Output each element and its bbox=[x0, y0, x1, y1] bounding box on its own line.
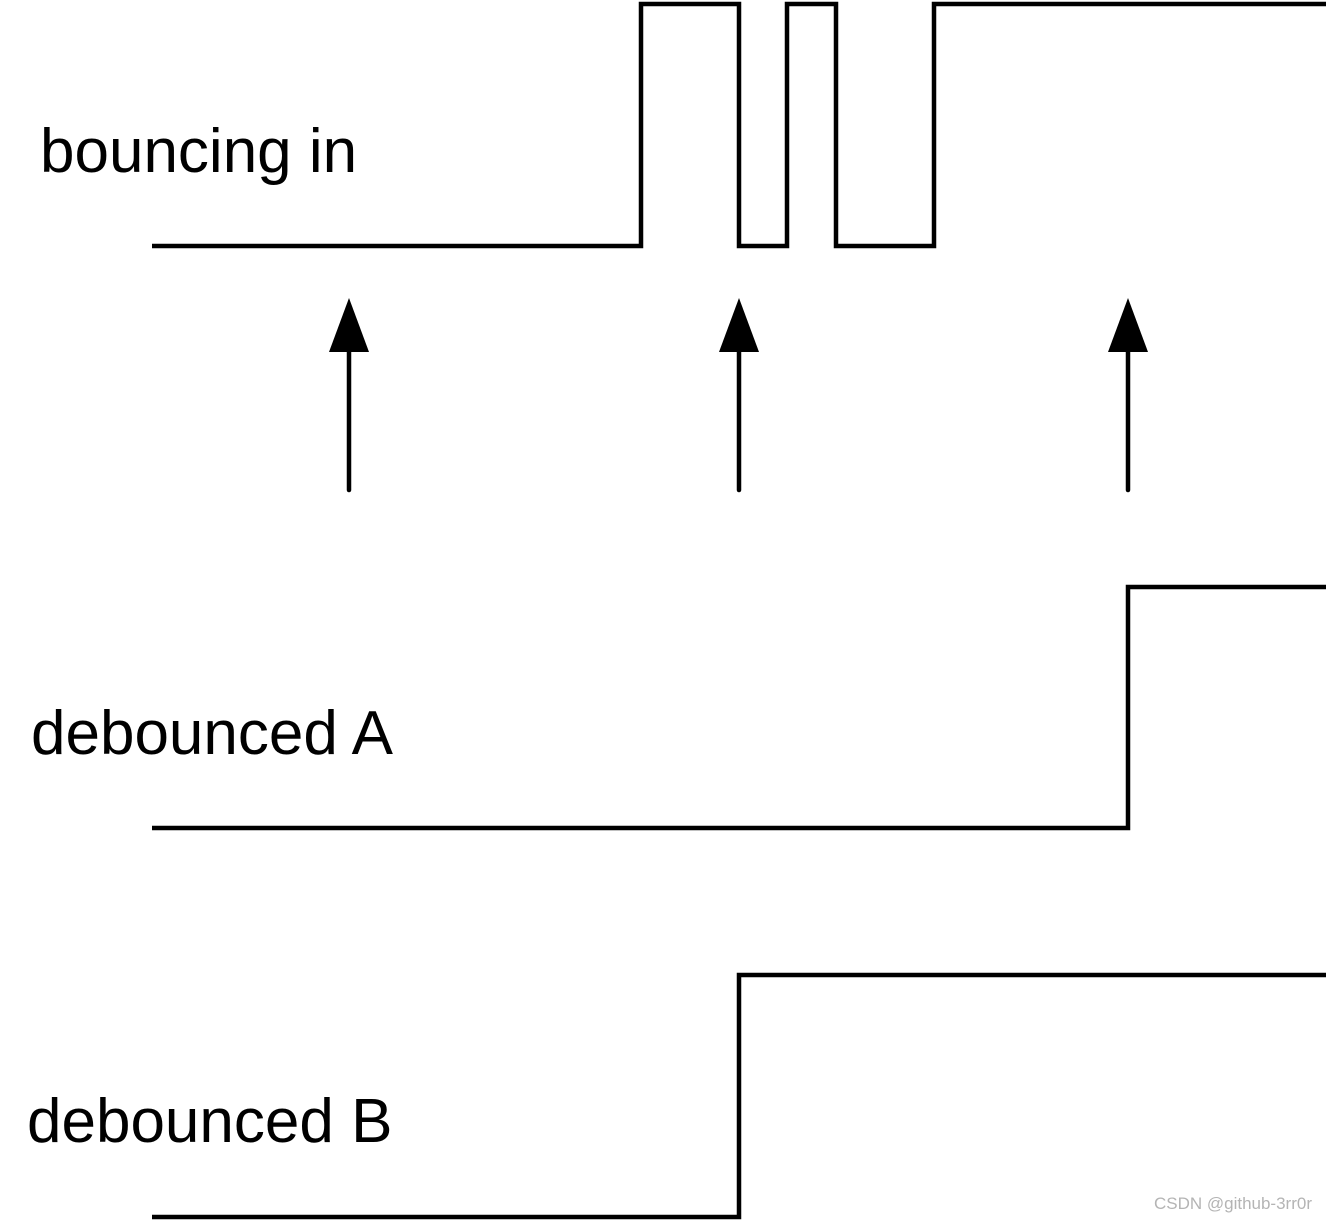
debounced-b-waveform bbox=[152, 972, 1326, 1220]
debounced-b-label: debounced B bbox=[27, 1087, 392, 1156]
debounced-a-waveform bbox=[152, 584, 1326, 831]
sample-arrow-1 bbox=[329, 298, 369, 493]
debounced-a-label: debounced A bbox=[31, 699, 394, 768]
sample-arrow-2 bbox=[719, 298, 759, 493]
bouncing-in-waveform bbox=[152, 1, 1326, 249]
bouncing-in-label: bouncing in bbox=[40, 117, 357, 186]
sample-arrow-3 bbox=[1108, 298, 1148, 493]
watermark-text: CSDN @github-3rr0r bbox=[1154, 1194, 1312, 1213]
